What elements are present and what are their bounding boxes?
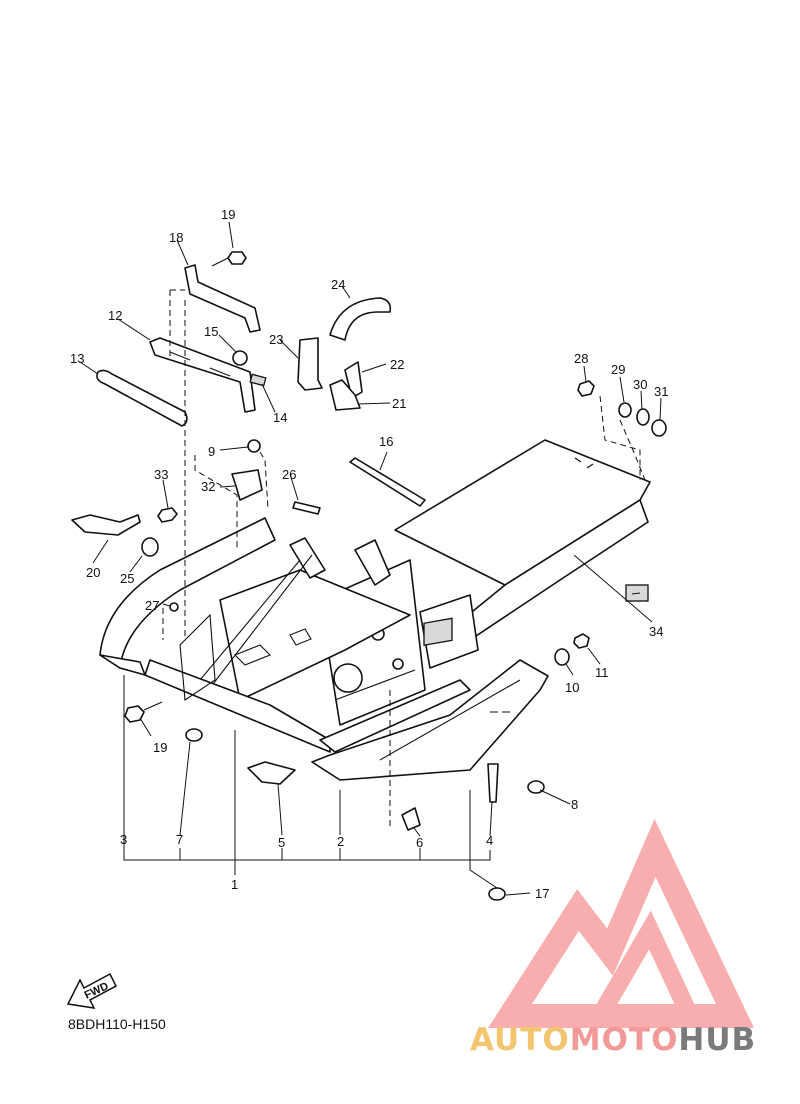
callout-18: 18 [169,230,183,245]
brand-part-moto: MOTO [569,1022,679,1058]
callout-17: 17 [535,886,549,901]
callout-26: 26 [282,467,296,482]
plug-7 [185,728,203,742]
callout-21: 21 [392,396,406,411]
handle-24 [329,297,392,341]
callout-6: 6 [416,835,423,850]
side-panel-left [99,517,276,701]
grommet-9 [247,439,261,453]
callout-16: 16 [379,434,393,449]
fwd-arrow-icon: FWD [66,972,117,1009]
pin-4 [487,763,499,803]
callout-23: 23 [269,332,283,347]
callout-24: 24 [331,277,345,292]
dashed-leaders [162,289,646,830]
label-14 [249,373,267,387]
cap-31 [651,419,667,437]
bracket-32 [231,469,263,501]
washer-30 [636,408,650,426]
callout-22: 22 [390,357,404,372]
callout-33: 33 [154,467,168,482]
callout-2: 2 [337,834,344,849]
callout-32: 32 [201,479,215,494]
washer-25 [141,537,159,557]
callout-7: 7 [176,832,183,847]
clip-6 [401,807,421,831]
cover-20 [71,514,141,536]
leader-lines [79,221,662,896]
callout-13: 13 [70,351,84,366]
callout-28: 28 [574,351,588,366]
callout-labels: 19 18 24 12 15 23 13 22 28 29 30 31 21 1… [70,207,668,901]
washer-29 [618,402,632,418]
bolt-11 [573,633,590,649]
diagram-code: 8BDH110-H150 [68,1016,166,1032]
nut-33 [157,507,178,523]
callout-29: 29 [611,362,625,377]
callout-8: 8 [571,797,578,812]
callout-12: 12 [108,308,122,323]
fwd-label: FWD [83,980,111,1001]
brand-part-hub: HUB [678,1022,757,1058]
bolt-19-bottom [124,701,163,723]
callout-19-bottom: 19 [153,740,167,755]
callout-4: 4 [486,833,493,848]
pad-26 [292,501,321,515]
bolt-19-top [211,251,247,267]
callout-10: 10 [565,680,579,695]
bolt-28 [577,380,595,397]
callout-9: 9 [208,444,215,459]
watermark-brand: AUTOMOTOHUB [470,1022,756,1058]
callout-3: 3 [120,832,127,847]
strip-16 [349,457,426,507]
callout-11: 11 [595,665,609,680]
callout-25: 25 [120,571,134,586]
callout-5: 5 [278,835,285,850]
side-panel-right [311,659,549,781]
clip-27 [169,602,179,612]
watermark-logo [488,818,755,1028]
callout-34: 34 [649,624,663,639]
main-frame [144,439,651,753]
block-21 [329,379,361,411]
callout-31: 31 [654,384,668,399]
callout-14: 14 [273,410,287,425]
callout-30: 30 [633,377,647,392]
bracket-18 [184,264,261,333]
washer-10 [554,648,570,666]
guide-5 [247,761,296,785]
callout-1: 1 [231,877,238,892]
callout-15: 15 [204,324,218,339]
strap-13 [96,369,188,427]
bracket-23 [297,337,323,391]
plate-12 [149,337,256,413]
washer-15 [232,350,248,366]
brand-part-auto: AUTO [470,1022,570,1058]
callout-19-top: 19 [221,207,235,222]
cap-17 [488,887,506,901]
callout-27: 27 [145,598,159,613]
callout-20: 20 [86,565,100,580]
